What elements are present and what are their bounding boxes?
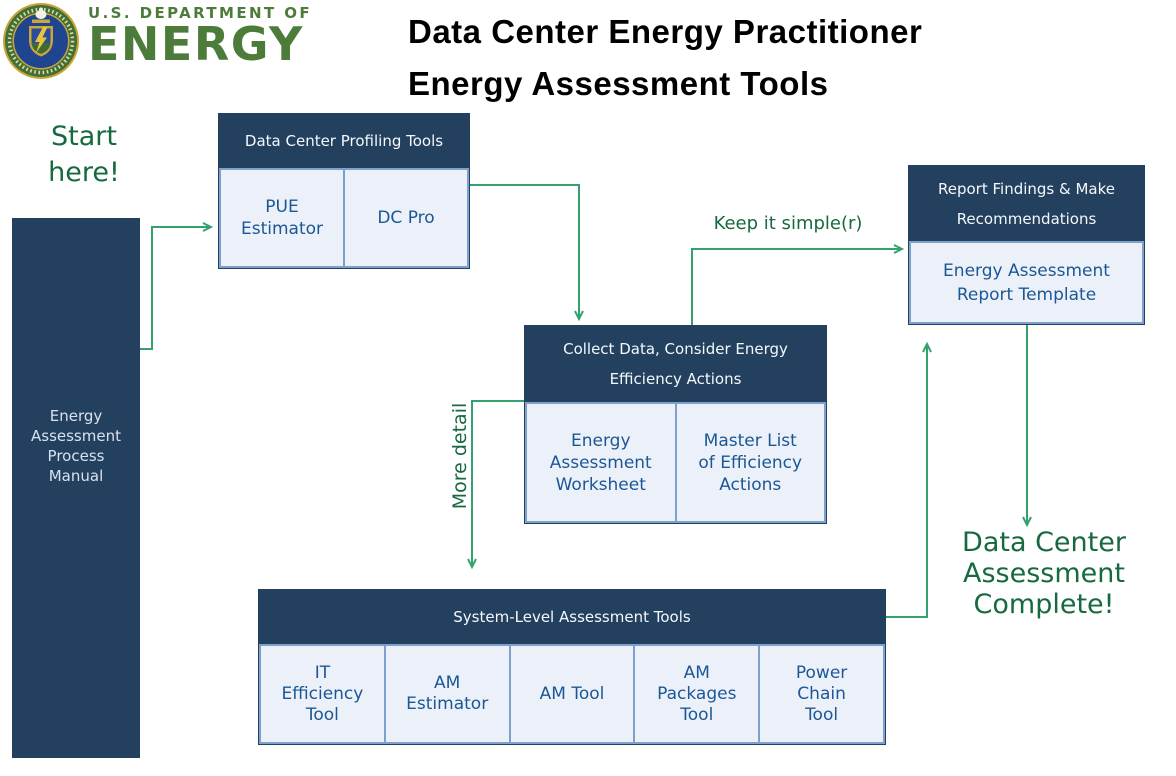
manual-line1: Energy (49, 407, 103, 425)
seal-banner (32, 19, 50, 23)
keep-it-simple-label: Keep it simple(r) (713, 213, 863, 234)
dcpro-line1: DC Pro (377, 208, 435, 228)
collect-header-line1: Collect Data, Consider Energy (563, 340, 788, 358)
system-cells: IT Efficiency Tool AM Estimator AM Tool … (259, 644, 885, 744)
report-header-line2: Recommendations (956, 209, 1097, 228)
report-findings-box: Report Findings & Make Recommendations E… (908, 165, 1145, 325)
am-estimator-cell[interactable]: AM Estimator (385, 646, 511, 742)
manual-line4: Manual (48, 467, 104, 485)
page-title-line1: Data Center Energy Practitioner (408, 13, 923, 50)
complete-line1: Data Center (962, 527, 1126, 558)
profiling-tools-header: Data Center Profiling Tools (219, 114, 469, 168)
am-packages-line1: AM (683, 662, 710, 683)
more-detail-label: More detail (449, 402, 471, 510)
worksheet-line1: Energy (570, 430, 631, 451)
start-here-line1: Start (51, 121, 117, 152)
it-efficiency-tool-cell[interactable]: IT Efficiency Tool (261, 646, 386, 742)
page-title-line2: Energy Assessment Tools (408, 65, 829, 102)
collect-cells: Energy Assessment Worksheet Master List … (525, 402, 826, 523)
report-template-line1: Energy Assessment (943, 260, 1110, 281)
pue-line2: Estimator (240, 219, 324, 239)
am-tool-cell[interactable]: AM Tool (510, 646, 636, 742)
arrow-profiling-to-collect (470, 184, 584, 322)
worksheet-line2: Assessment (549, 452, 652, 473)
pue-estimator-cell[interactable]: PUE Estimator (221, 170, 345, 266)
arrow-manual-to-profiling (140, 222, 214, 350)
manual-line2: Assessment (31, 427, 121, 445)
power-chain-line1: Power (795, 662, 848, 683)
pue-line1: PUE (265, 197, 299, 217)
am-packages-line2: Packages (657, 683, 737, 704)
profiling-cells: PUE Estimator DC Pro (219, 168, 469, 268)
report-cells: Energy Assessment Report Template (909, 241, 1144, 324)
collect-data-header: Collect Data, Consider Energy Efficiency… (525, 326, 826, 402)
master-list-cell[interactable]: Master List of Efficiency Actions (676, 404, 824, 521)
dc-pro-cell[interactable]: DC Pro (345, 170, 467, 266)
energy-assessment-process-manual-box[interactable]: Energy Assessment Process Manual (12, 218, 140, 758)
report-template-cell[interactable]: Energy Assessment Report Template (911, 243, 1142, 322)
doe-energy-seal-icon (3, 3, 79, 79)
arrow-collect-to-report (691, 244, 905, 325)
seal-shield-bottom (31, 43, 51, 54)
system-header-line1: System-Level Assessment Tools (453, 608, 691, 626)
profiling-tools-box: Data Center Profiling Tools PUE Estimato… (218, 113, 470, 269)
power-chain-line2: Chain (797, 683, 846, 704)
doe-wordmark: U.S. DEPARTMENT OF ENERGY (88, 4, 313, 71)
logo-dept-line: U.S. DEPARTMENT OF (88, 4, 313, 22)
arrow-collect-to-system (467, 400, 524, 570)
am-estimator-line1: AM (434, 673, 461, 693)
arrow-system-to-report (886, 341, 932, 618)
seal-eagle (35, 10, 47, 19)
am-estimator-line2: Estimator (406, 694, 489, 714)
assessment-complete-label: Data Center Assessment Complete! (944, 527, 1144, 620)
am-packages-tool-cell[interactable]: AM Packages Tool (635, 646, 761, 742)
seal-eagle-head (39, 7, 43, 12)
report-findings-header: Report Findings & Make Recommendations (909, 166, 1144, 241)
seal-lightning-bolt (35, 27, 48, 53)
collect-data-box: Collect Data, Consider Energy Efficiency… (524, 325, 827, 524)
system-level-header: System-Level Assessment Tools (259, 590, 885, 644)
collect-header-line2: Efficiency Actions (609, 370, 742, 388)
complete-line2: Assessment (963, 558, 1125, 589)
logo-energy-line: ENERGY (88, 17, 304, 71)
masterlist-line2: of Efficiency (698, 452, 803, 473)
page-title: Data Center Energy Practitioner Energy A… (408, 6, 922, 110)
power-chain-line3: Tool (805, 704, 839, 725)
profiling-header-line1: Data Center Profiling Tools (244, 132, 444, 150)
report-header-line1: Report Findings & Make (938, 179, 1115, 198)
it-tool-line2: Efficiency (281, 683, 364, 704)
system-level-tools-box: System-Level Assessment Tools IT Efficie… (258, 589, 886, 745)
masterlist-line1: Master List (703, 430, 797, 451)
manual-line3: Process (47, 447, 105, 465)
energy-assessment-worksheet-cell[interactable]: Energy Assessment Worksheet (527, 404, 677, 521)
worksheet-line3: Worksheet (555, 474, 646, 495)
it-tool-line3: Tool (305, 704, 339, 725)
it-tool-line1: IT (314, 662, 331, 683)
report-template-line2: Report Template (956, 284, 1097, 305)
am-tool-line1: AM Tool (539, 683, 605, 704)
am-packages-line3: Tool (680, 704, 714, 725)
power-chain-tool-cell[interactable]: Power Chain Tool (760, 646, 883, 742)
masterlist-line3: Actions (719, 474, 782, 495)
complete-line3: Complete! (973, 589, 1115, 620)
start-here-line2: here! (48, 157, 120, 188)
start-here-label: Start here! (28, 119, 140, 191)
